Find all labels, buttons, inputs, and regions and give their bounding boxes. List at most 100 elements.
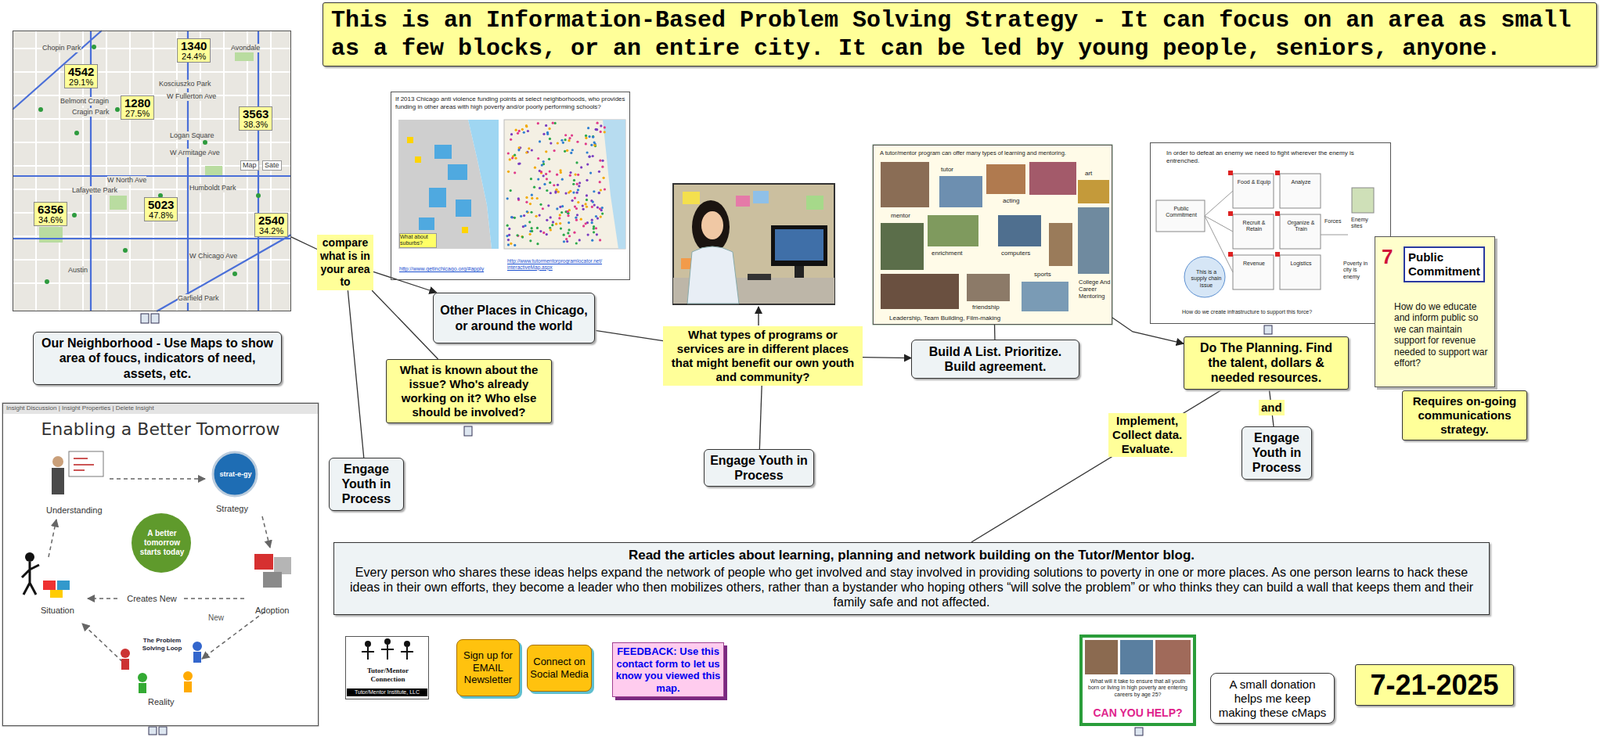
- donation-note: A small donation helps me keep making th…: [1210, 673, 1335, 725]
- data-dot: [536, 177, 540, 181]
- data-dot: [564, 138, 567, 141]
- insight-illustration: [73, 458, 94, 471]
- node-text: Strategy: [216, 504, 271, 515]
- node-text: Our Neighborhood - Use Maps to show area…: [38, 335, 277, 382]
- statistic-box: 454229.1%: [64, 64, 98, 89]
- data-dot: [596, 216, 599, 220]
- data-dot: [529, 239, 532, 242]
- data-dot: [562, 141, 565, 145]
- data-dot: [592, 190, 595, 193]
- data-dot: [522, 214, 526, 217]
- cmap-icon: [158, 727, 167, 736]
- strategy-chart: [1351, 187, 1374, 213]
- data-dot: [596, 122, 599, 125]
- data-dot: [538, 187, 541, 190]
- data-dot: [567, 228, 570, 231]
- data-dot: [572, 231, 576, 235]
- data-dot: [569, 174, 572, 177]
- node-text: In order to defeat an enemy we need to f…: [1166, 149, 1378, 165]
- data-dot: [587, 126, 590, 130]
- node-text: Enemy sites: [1351, 216, 1375, 231]
- data-dot: [593, 140, 596, 144]
- data-dot: [544, 172, 548, 176]
- data-dot: [525, 196, 528, 199]
- data-dot: [601, 165, 604, 169]
- insight-illustration: [25, 552, 35, 563]
- student-photo: [794, 266, 804, 278]
- strategy-chart: [1228, 170, 1280, 257]
- note-box: Requires on-going communications strateg…: [1401, 390, 1528, 441]
- node-text: What is known about the issue? Who's alr…: [391, 363, 547, 420]
- program-collage: [1077, 207, 1110, 274]
- photo-collage: A tutor/mentor program can offer many ty…: [872, 144, 1113, 325]
- street-map: [232, 271, 238, 277]
- logo-figures: [345, 636, 429, 700]
- data-dot: [510, 216, 513, 219]
- insight-illustration: [57, 580, 70, 591]
- node-text: friendship: [972, 303, 1000, 312]
- node-text: 7: [1381, 245, 1393, 270]
- node-text: 27.5%: [125, 109, 150, 119]
- statistic-box: 635634.6%: [33, 201, 68, 227]
- data-dot: [554, 223, 558, 226]
- data-dot: [549, 216, 552, 219]
- data-dot: [536, 227, 539, 230]
- edge-label: Implement, Collect data. Evaluate.: [1108, 413, 1187, 458]
- newsletter-cover: [1079, 634, 1197, 727]
- data-dot: [511, 156, 514, 159]
- data-dot: [585, 194, 588, 197]
- data-dot: [594, 227, 598, 230]
- street-map: [38, 107, 44, 112]
- node-text: Cragin Park: [72, 108, 110, 117]
- strategy-chart: [1279, 173, 1321, 209]
- chicago-maps: [434, 144, 452, 159]
- data-dot: [572, 190, 575, 194]
- insight-illustration: [201, 612, 265, 660]
- chicago-maps: [455, 199, 472, 217]
- data-dot: [592, 225, 595, 228]
- node-text: Connect on Social Media: [529, 655, 589, 681]
- statistic-box: 356338.3%: [238, 106, 273, 131]
- node-text: computers: [1001, 249, 1031, 258]
- insight-illustration: [52, 456, 64, 468]
- data-dot: [570, 133, 573, 137]
- data-dot: [588, 155, 591, 159]
- data-dot: [521, 128, 524, 131]
- student-photo: [682, 191, 700, 205]
- data-dot: [555, 173, 559, 177]
- data-dot: [585, 151, 588, 154]
- node-text: The Problem Solving Loop: [136, 637, 188, 653]
- data-dot: [529, 202, 532, 206]
- data-dots: [505, 122, 606, 247]
- question-box: What is known about the issue? Who's alr…: [385, 359, 552, 424]
- node-text: 4542: [68, 65, 94, 79]
- data-dot: [567, 221, 570, 224]
- node-text: 47.8%: [148, 211, 173, 221]
- chicago-maps: [414, 156, 422, 163]
- date-stamp: 7-21-2025: [1354, 664, 1514, 707]
- logo-figures: [361, 645, 414, 660]
- node-text: Public Commitment: [1158, 205, 1204, 220]
- program-collage: [880, 273, 959, 310]
- chicago-maps: [418, 144, 472, 231]
- data-dot: [598, 170, 601, 173]
- data-dot: [545, 177, 548, 181]
- node-text: Recruit & Retain: [1235, 219, 1273, 234]
- connector: [994, 324, 996, 340]
- data-dot: [538, 140, 541, 143]
- node-text: Belmont Cragin: [60, 97, 109, 106]
- node-text: 29.1%: [68, 78, 94, 88]
- strategy-chart: [1275, 170, 1280, 176]
- data-dot: [517, 197, 520, 200]
- program-collage: [872, 144, 1113, 325]
- node-text: Enabling a Better Tomorrow: [3, 419, 318, 440]
- data-dot: [576, 188, 580, 191]
- program-collage: [939, 176, 983, 208]
- strategy-chart: [1149, 142, 1391, 325]
- strategy-chart: [1275, 211, 1280, 217]
- data-dot: [566, 231, 570, 235]
- insight-illustration: [262, 516, 271, 548]
- data-dot: [554, 122, 557, 125]
- street-map: [91, 44, 97, 50]
